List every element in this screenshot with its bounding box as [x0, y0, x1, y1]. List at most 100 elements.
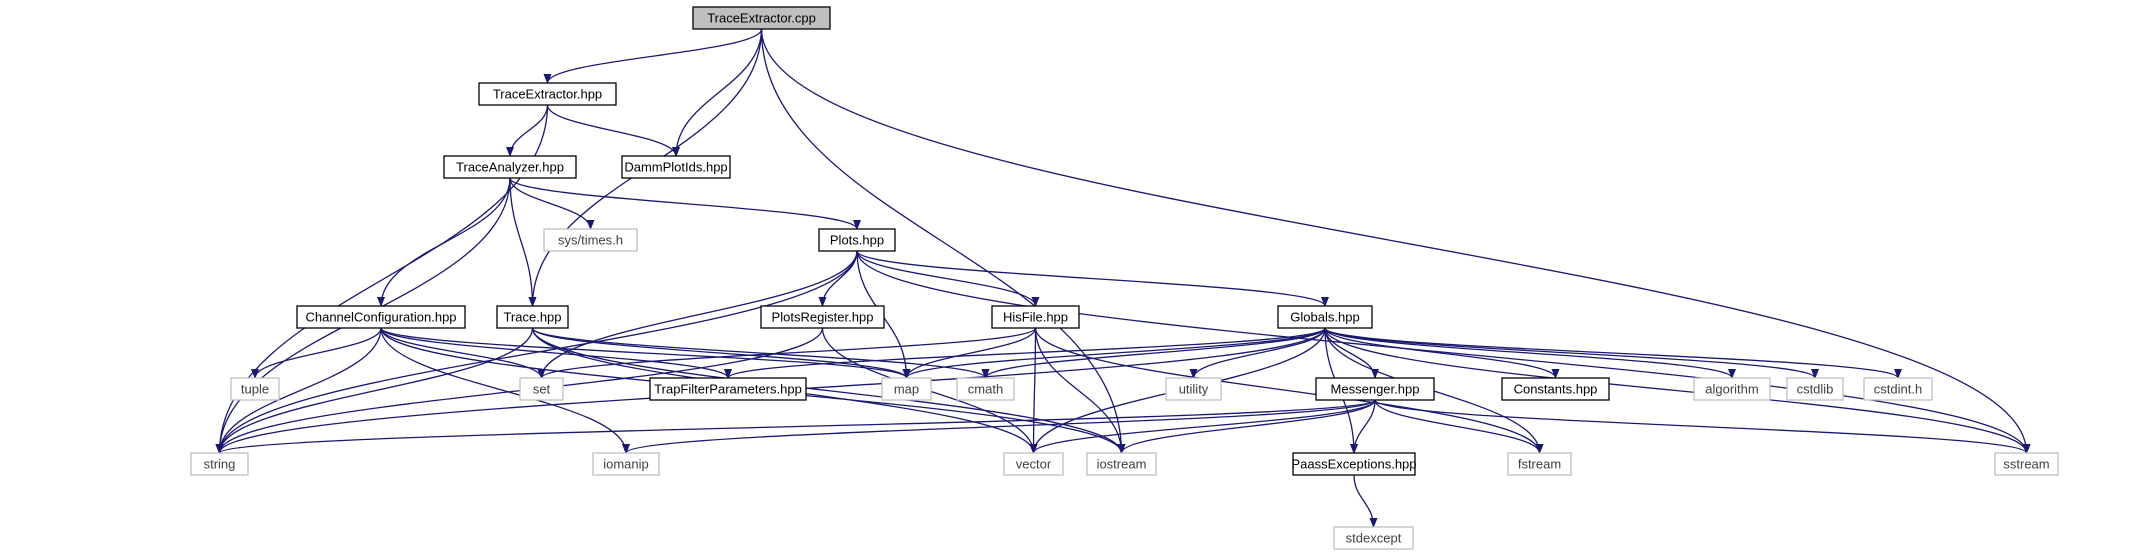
node-box-sys-times-h	[543, 228, 638, 252]
node-label-channelconfiguration-hpp: ChannelConfiguration.hpp	[305, 310, 456, 325]
node-set: set	[519, 377, 564, 401]
edge-traceanalyzer-hpp-to-trace-hpp	[509, 177, 537, 307]
node-iostream: iostream	[1086, 452, 1157, 476]
node-label-sstream: sstream	[2003, 457, 2049, 472]
edge-traceextractor-hpp-to-traceanalyzer-hpp	[506, 104, 549, 157]
node-box-traceextractor-hpp	[478, 82, 617, 106]
edge-traceextractor-cpp-to-dammplotids-hpp	[672, 28, 763, 157]
node-box-utility	[1165, 377, 1222, 401]
node-vector: vector	[1003, 452, 1064, 476]
edge-messenger-hpp-to-vector	[1029, 399, 1376, 454]
edge-plots-hpp-to-set	[537, 250, 858, 379]
node-label-algorithm: algorithm	[1705, 382, 1758, 397]
node-sstream: sstream	[1994, 452, 2059, 476]
node-plotsregister-hpp[interactable]: PlotsRegister.hpp	[760, 305, 885, 329]
node-box-messenger-hpp	[1315, 377, 1435, 401]
node-trapfilterparameters-hpp[interactable]: TrapFilterParameters.hpp	[649, 377, 807, 401]
node-box-globals-hpp	[1277, 305, 1373, 329]
node-cmath: cmath	[956, 377, 1015, 401]
node-label-traceanalyzer-hpp: TraceAnalyzer.hpp	[456, 160, 564, 175]
edge-globals-hpp-to-utility	[1189, 327, 1326, 379]
node-label-traceextractor-cpp: TraceExtractor.cpp	[707, 11, 816, 26]
node-box-dammplotids-hpp	[621, 155, 731, 179]
node-box-trace-hpp	[496, 305, 569, 329]
node-label-dammplotids-hpp: DammPlotIds.hpp	[624, 160, 727, 175]
node-label-globals-hpp: Globals.hpp	[1290, 310, 1359, 325]
edge-messenger-hpp-to-paassexceptions-hpp	[1350, 399, 1376, 454]
node-label-messenger-hpp: Messenger.hpp	[1331, 382, 1420, 397]
edge-globals-hpp-to-map	[902, 327, 1326, 379]
node-label-vector: vector	[1016, 457, 1052, 472]
edge-channelconfiguration-hpp-to-tuple	[251, 327, 382, 379]
node-traceextractor-hpp[interactable]: TraceExtractor.hpp	[478, 82, 617, 106]
edge-trace-hpp-to-iostream	[531, 327, 1126, 454]
node-box-string	[190, 452, 249, 476]
node-paassexceptions-hpp[interactable]: PaassExceptions.hpp	[1291, 452, 1417, 476]
node-label-constants-hpp: Constants.hpp	[1514, 382, 1598, 397]
edge-channelconfiguration-hpp-to-set	[380, 327, 546, 379]
edge-traceanalyzer-hpp-to-sys-times-h	[509, 177, 595, 230]
node-box-cmath	[956, 377, 1015, 401]
node-utility: utility	[1165, 377, 1222, 401]
node-label-utility: utility	[1179, 382, 1209, 397]
edge-channelconfiguration-hpp-to-iomanip	[380, 327, 630, 454]
edge-globals-hpp-to-cmath	[981, 327, 1326, 379]
node-label-iostream: iostream	[1097, 457, 1147, 472]
node-box-sstream	[1994, 452, 2059, 476]
node-traceextractor-cpp[interactable]: TraceExtractor.cpp	[692, 6, 831, 30]
edge-globals-hpp-to-algorithm	[1324, 327, 1736, 379]
node-label-trapfilterparameters-hpp: TrapFilterParameters.hpp	[654, 382, 802, 397]
node-messenger-hpp[interactable]: Messenger.hpp	[1315, 377, 1435, 401]
node-box-traceextractor-cpp	[692, 6, 831, 30]
node-label-plotsregister-hpp: PlotsRegister.hpp	[772, 310, 874, 325]
node-box-hisfile-hpp	[991, 305, 1080, 329]
node-label-tuple: tuple	[241, 382, 269, 397]
node-label-plots-hpp: Plots.hpp	[830, 233, 884, 248]
node-globals-hpp[interactable]: Globals.hpp	[1277, 305, 1373, 329]
node-label-hisfile-hpp: HisFile.hpp	[1003, 310, 1068, 325]
node-box-plots-hpp	[818, 228, 896, 252]
node-dammplotids-hpp[interactable]: DammPlotIds.hpp	[621, 155, 731, 179]
node-fstream: fstream	[1507, 452, 1572, 476]
node-label-set: set	[533, 382, 551, 397]
node-box-channelconfiguration-hpp	[296, 305, 466, 329]
edge-paassexceptions-hpp-to-stdexcept	[1353, 474, 1378, 528]
node-string: string	[190, 452, 249, 476]
node-label-string: string	[204, 457, 236, 472]
node-box-iostream	[1086, 452, 1157, 476]
node-label-trace-hpp: Trace.hpp	[503, 310, 561, 325]
edge-channelconfiguration-hpp-to-map	[380, 327, 911, 379]
node-hisfile-hpp[interactable]: HisFile.hpp	[991, 305, 1080, 329]
node-label-map: map	[894, 382, 919, 397]
node-traceanalyzer-hpp[interactable]: TraceAnalyzer.hpp	[443, 155, 577, 179]
edge-globals-hpp-to-messenger-hpp	[1324, 327, 1379, 379]
node-box-traceanalyzer-hpp	[443, 155, 577, 179]
edge-globals-hpp-to-cstdint-h	[1324, 327, 1902, 379]
node-label-traceextractor-hpp: TraceExtractor.hpp	[493, 87, 602, 102]
edge-trace-hpp-to-map	[531, 327, 911, 379]
node-iomanip: iomanip	[592, 452, 660, 476]
node-box-map	[881, 377, 932, 401]
node-algorithm: algorithm	[1693, 377, 1771, 401]
node-trace-hpp[interactable]: Trace.hpp	[496, 305, 569, 329]
node-box-algorithm	[1693, 377, 1771, 401]
edge-trace-hpp-to-string	[215, 327, 534, 454]
edge-plots-hpp-to-sstream	[856, 250, 2031, 454]
node-constants-hpp[interactable]: Constants.hpp	[1501, 377, 1610, 401]
edge-messenger-hpp-to-string	[215, 399, 1376, 454]
node-plots-hpp[interactable]: Plots.hpp	[818, 228, 896, 252]
node-label-fstream: fstream	[1518, 457, 1561, 472]
node-box-fstream	[1507, 452, 1572, 476]
edge-hisfile-hpp-to-vector	[1029, 327, 1038, 454]
node-map: map	[881, 377, 932, 401]
edge-traceextractor-cpp-to-traceextractor-hpp	[543, 28, 763, 84]
edge-traceextractor-cpp-to-iostream	[760, 28, 1126, 454]
edge-messenger-hpp-to-sstream	[1374, 399, 2031, 454]
edge-traceextractor-cpp-to-sstream	[760, 28, 2031, 454]
node-box-tuple	[230, 377, 280, 401]
node-channelconfiguration-hpp[interactable]: ChannelConfiguration.hpp	[296, 305, 466, 329]
edge-globals-hpp-to-trapfilterparameters-hpp	[724, 327, 1326, 379]
node-box-iomanip	[592, 452, 660, 476]
edge-plots-hpp-to-globals-hpp	[856, 250, 1329, 307]
